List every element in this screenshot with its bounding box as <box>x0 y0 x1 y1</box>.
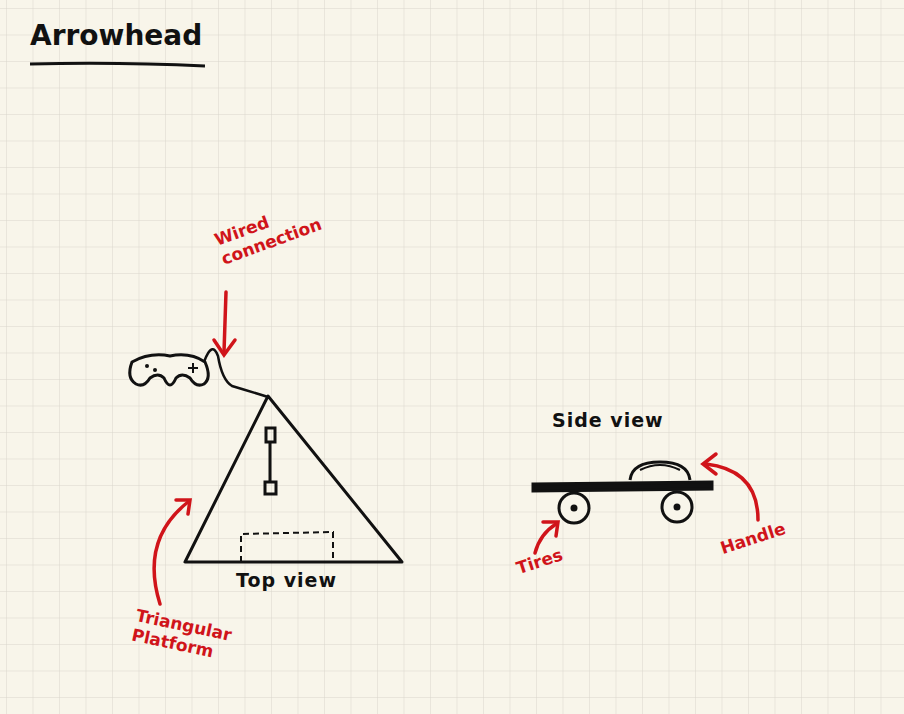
side-view <box>533 462 712 523</box>
controller <box>130 355 209 385</box>
triangular-platform <box>185 396 402 562</box>
wire-label: Wired connection <box>212 188 348 269</box>
view-label: Side view <box>552 410 712 432</box>
handle-label: Handle <box>718 512 810 558</box>
battery-outline <box>241 532 333 562</box>
cord <box>204 349 268 397</box>
view-label: Top view <box>236 570 376 592</box>
title: Arrowhead <box>30 20 202 52</box>
platform-label: Triangular Platform <box>130 606 246 667</box>
leader-arrows <box>154 292 758 604</box>
tires-label: Tires <box>514 538 587 578</box>
title-underline <box>30 63 205 66</box>
handle-top <box>265 428 276 494</box>
